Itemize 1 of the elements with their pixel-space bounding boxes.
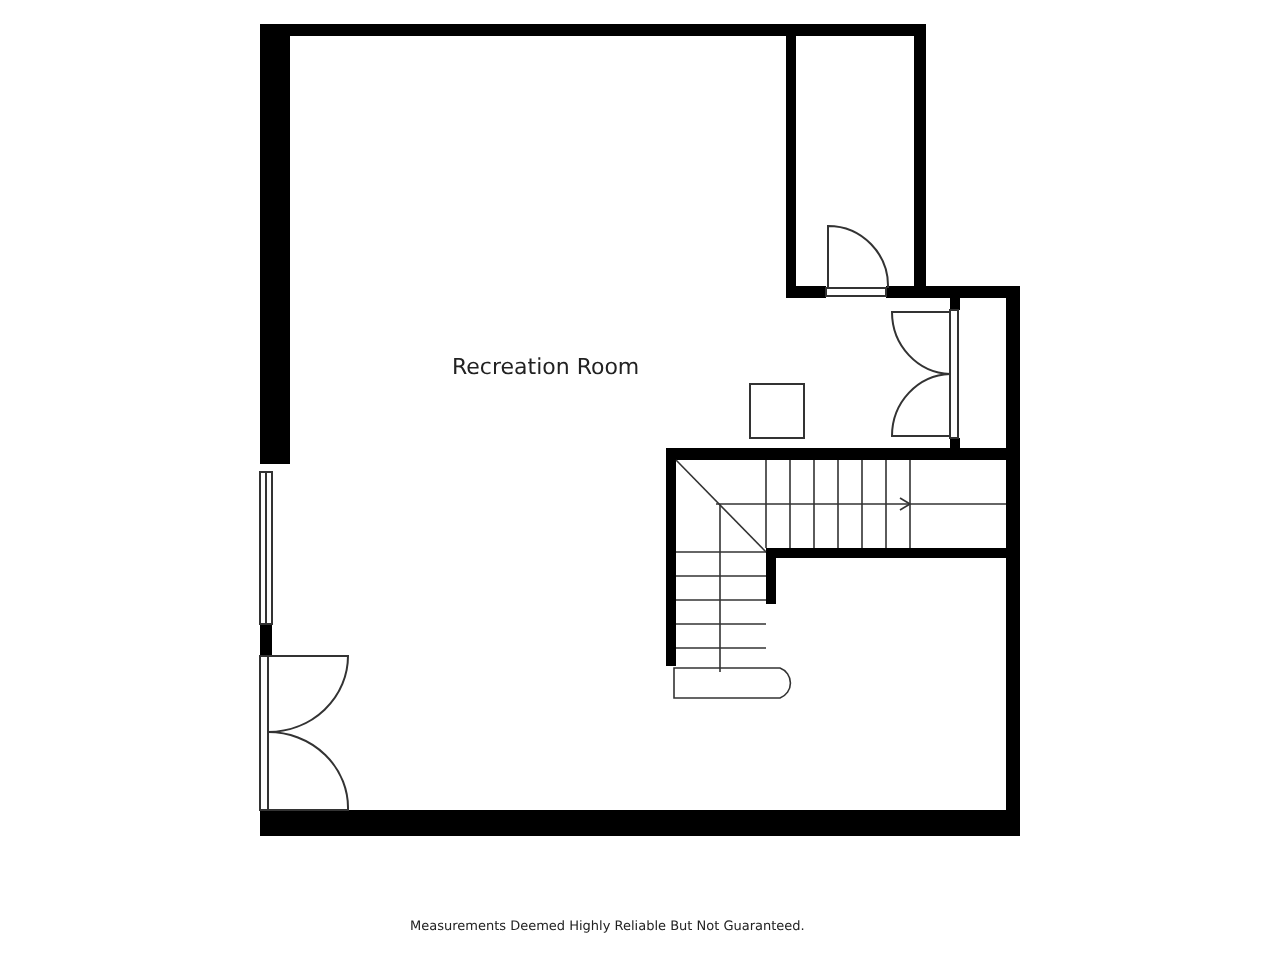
room-label: Recreation Room <box>452 354 640 380</box>
